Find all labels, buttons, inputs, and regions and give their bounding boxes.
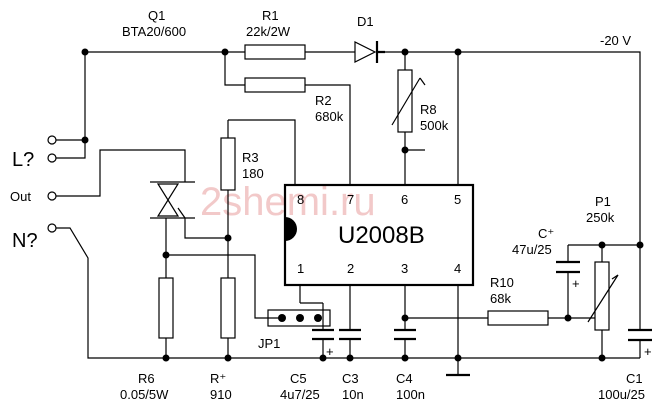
ic-pin-4: 4	[454, 261, 461, 276]
ic-pin-1: 1	[297, 261, 304, 276]
triac-gate-wire	[165, 207, 230, 255]
ic-pin-3: 3	[401, 261, 408, 276]
cplus-ref: C⁺	[538, 226, 554, 241]
l-terminal-1	[47, 135, 57, 145]
cplus-capacitor	[556, 260, 580, 274]
c4-ref: C4	[396, 371, 413, 386]
triac-lower	[156, 198, 180, 217]
out-label: Out	[10, 189, 31, 204]
ic-notch	[285, 217, 297, 241]
ic-bottom-wires	[299, 285, 459, 375]
rplus-value: 910	[210, 387, 232, 402]
c5-ref: C5	[290, 371, 307, 386]
d1-cathode	[375, 41, 385, 63]
rplus-jp-wire	[166, 254, 285, 319]
r8-trimmer	[397, 69, 413, 133]
r3-wire	[228, 119, 296, 185]
cplus-value: 47u/25	[512, 242, 552, 257]
r2-ref: R2	[315, 93, 332, 108]
r2-resistor	[244, 77, 306, 93]
r2-wire	[224, 52, 351, 185]
watermark: 2shemi.ru	[200, 180, 376, 224]
d1-ref: D1	[357, 14, 374, 29]
ic-pin-6: 6	[401, 192, 408, 207]
rplus-resistor	[220, 277, 236, 339]
top-rail-wire	[85, 51, 641, 245]
cplus-polarity: +	[572, 276, 580, 291]
c4-capacitor	[394, 328, 416, 341]
r8-adjust-arrow	[391, 77, 426, 126]
l-terminal-wire	[52, 139, 86, 159]
l-terminal-2	[47, 153, 57, 163]
c3-ref: C3	[342, 371, 359, 386]
r10-resistor	[487, 310, 549, 326]
r2-value: 680k	[315, 109, 344, 124]
r6-ref: R6	[138, 371, 155, 386]
r6-resistor	[158, 277, 174, 339]
ic-name: U2008B	[338, 222, 425, 249]
ic-pin-7: 7	[347, 192, 354, 207]
r8-value: 500k	[420, 118, 449, 133]
n-terminal	[47, 223, 57, 233]
c1-polarity: +	[644, 344, 652, 359]
c4-value: 100n	[396, 387, 425, 402]
r1-ref: R1	[262, 8, 279, 23]
r3-resistor	[220, 137, 236, 191]
out-terminal	[47, 191, 57, 201]
junction-dots	[81, 48, 644, 362]
supply-label: -20 V	[600, 33, 631, 48]
r1-value: 22k/2W	[246, 24, 291, 39]
p1-potentiometer	[594, 261, 610, 331]
c5-polarity: +	[326, 344, 334, 359]
c1-value: 100u/25	[598, 387, 645, 402]
n-label: N?	[12, 230, 38, 252]
r6-value: 0.05/5W	[120, 387, 169, 402]
l-label: L?	[12, 149, 34, 171]
ic-pin-2: 2	[347, 261, 354, 276]
r10-ref: R10	[490, 275, 514, 290]
out-wire	[56, 149, 186, 197]
p1-value: 250k	[586, 210, 615, 225]
q1-value: BTA20/600	[122, 24, 186, 39]
c5-value: 4u7/25	[280, 387, 320, 402]
r8-ref: R8	[420, 102, 437, 117]
ic-pin-5: 5	[454, 192, 461, 207]
r3-value: 180	[242, 166, 264, 181]
ic-pin-8: 8	[297, 192, 304, 207]
rplus-ref: R⁺	[210, 371, 226, 386]
c1-ref: C1	[626, 371, 643, 386]
r10-value: 68k	[490, 291, 511, 306]
jp1-header	[267, 309, 331, 327]
p1-ref: P1	[595, 194, 611, 209]
jp1-ref: JP1	[258, 336, 280, 351]
c1-capacitor	[628, 328, 652, 342]
p1-adjust-arrow	[587, 274, 619, 323]
q1-ref: Q1	[148, 8, 165, 23]
d1-diode-symbol	[354, 41, 377, 63]
c3-capacitor	[339, 328, 361, 341]
n-bottom-wire	[56, 227, 640, 359]
r1-resistor	[244, 44, 306, 60]
triac-upper	[156, 183, 180, 202]
c5-capacitor	[312, 328, 334, 341]
c3-value: 10n	[342, 387, 364, 402]
r3-ref: R3	[242, 150, 259, 165]
